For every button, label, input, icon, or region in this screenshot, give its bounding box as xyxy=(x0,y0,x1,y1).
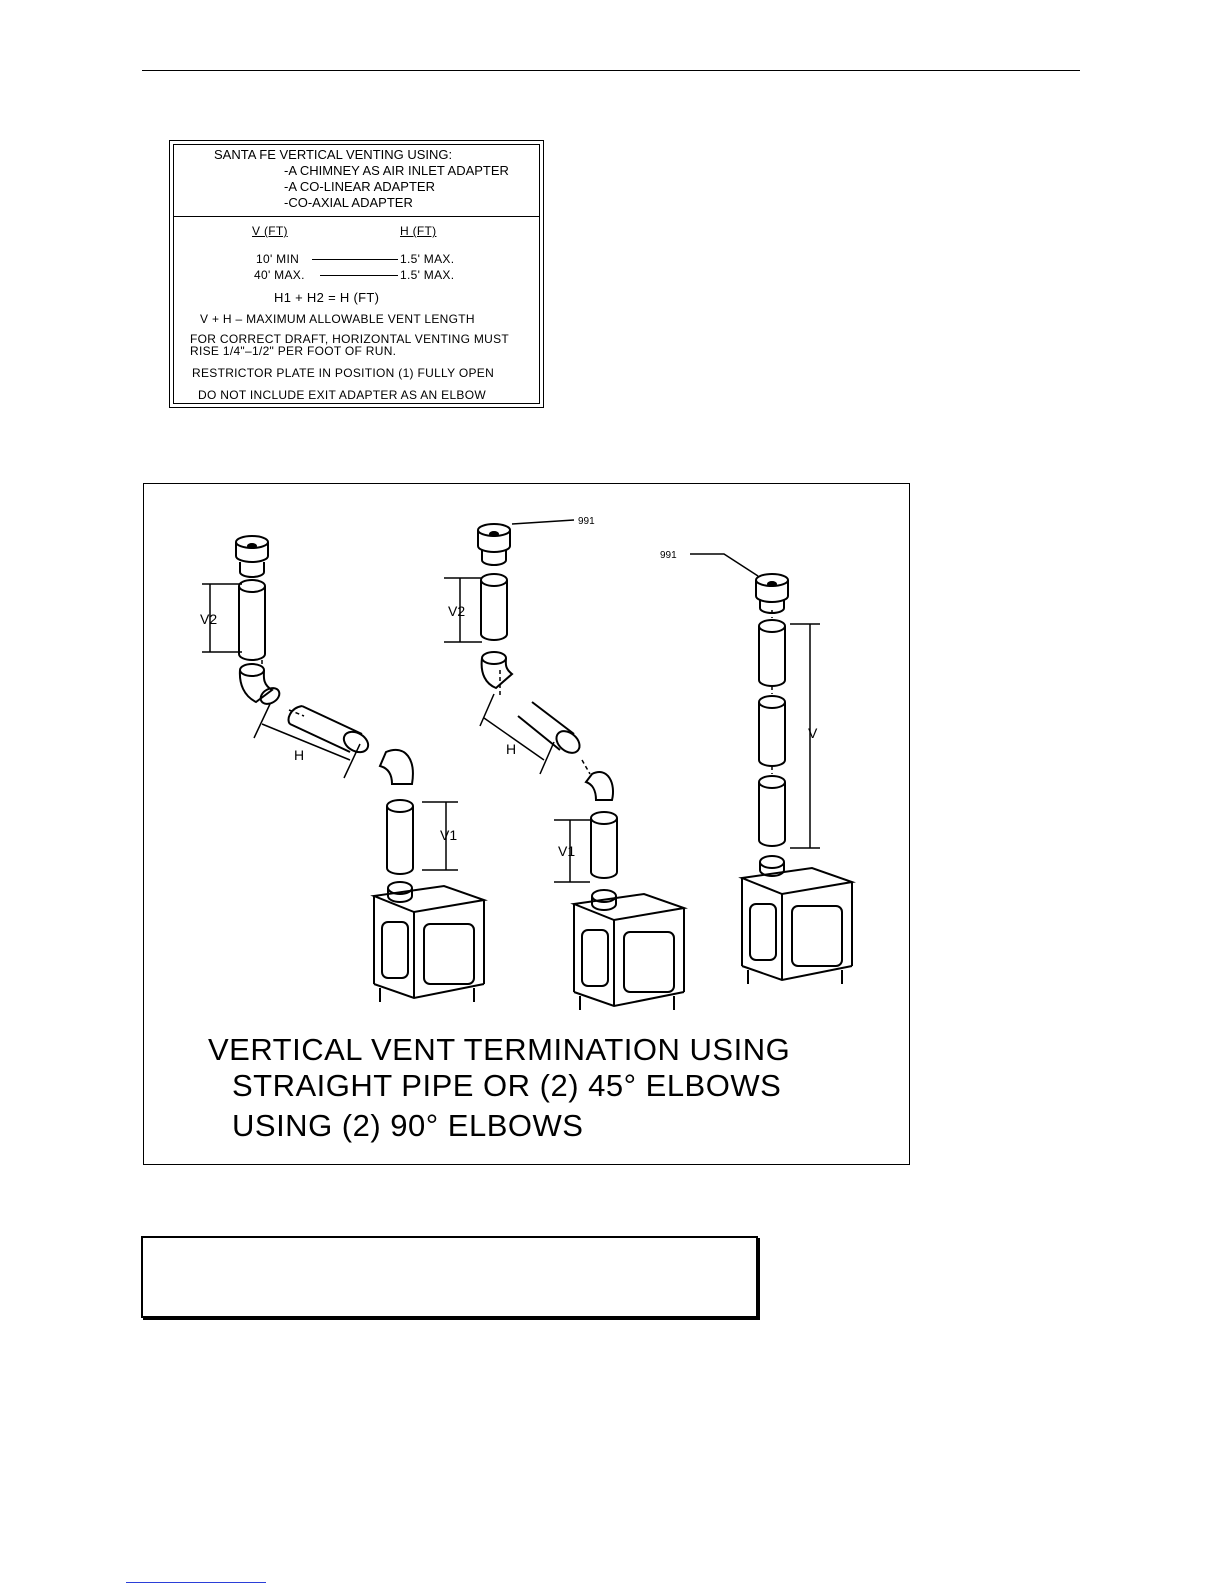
termination-cap xyxy=(477,523,511,566)
part-callout-right: 991 xyxy=(660,550,677,561)
footer-link-underline[interactable] xyxy=(126,1582,266,1583)
spec-option-chimney: -A CHIMNEY AS AIR INLET ADAPTER xyxy=(284,163,509,178)
stove xyxy=(370,884,488,1002)
column-v-header: V (FT) xyxy=(252,224,288,238)
draft-note-line1: FOR CORRECT DRAFT, HORIZONTAL VENTING MU… xyxy=(190,332,510,346)
spec-table-frame: SANTA FE VERTICAL VENTING USING: -A CHIM… xyxy=(173,144,540,404)
vent-config-90-elbows xyxy=(202,535,488,1002)
column-h-header: H (FT) xyxy=(400,224,437,238)
label-v1-left: V1 xyxy=(440,827,457,843)
venting-spec-table: SANTA FE VERTICAL VENTING USING: -A CHIM… xyxy=(169,140,544,408)
termination-cap xyxy=(235,535,269,578)
dimension-labels: V2 H V1 V2 H V1 V 991 991 xyxy=(200,516,818,859)
label-v1-middle: V1 xyxy=(558,843,575,859)
pipe-v2 xyxy=(480,573,508,641)
restrictor-note: RESTRICTOR PLATE IN POSITION (1) FULLY O… xyxy=(192,366,495,380)
header-rule xyxy=(142,70,1080,71)
row-min-v: 10' MIN xyxy=(256,252,300,266)
label-h-left: H xyxy=(294,747,304,763)
dimension-lines xyxy=(444,519,591,883)
part-callout-middle: 991 xyxy=(578,516,595,527)
spec-option-colinear: -A CO-LINEAR ADAPTER xyxy=(284,179,435,194)
exit-adapter-note: DO NOT INCLUDE EXIT ADAPTER AS AN ELBOW xyxy=(198,388,486,402)
pipe-segment-2 xyxy=(758,695,786,767)
pipe-segment-1 xyxy=(758,619,786,687)
spec-option-coaxial: -CO-AXIAL ADAPTER xyxy=(284,195,413,210)
vent-config-45-elbows xyxy=(444,519,688,1010)
pipe-v1 xyxy=(386,799,414,903)
spec-header: SANTA FE VERTICAL VENTING USING: -A CHIM… xyxy=(174,145,539,217)
elbow-lower xyxy=(378,749,414,785)
dimension-lines xyxy=(690,553,820,849)
spec-title: SANTA FE VERTICAL VENTING USING: xyxy=(214,147,453,162)
row-max-connector xyxy=(320,275,398,276)
row-max-h: 1.5' MAX. xyxy=(400,268,455,282)
elbow-upper xyxy=(480,651,514,690)
spec-body: V (FT) H (FT) 10' MIN 1.5' MAX. 40' MAX.… xyxy=(174,218,539,403)
termination-cap xyxy=(755,573,789,614)
label-v-right: V xyxy=(808,725,818,741)
elbow-upper xyxy=(238,663,281,705)
draft-note-line2: RISE 1/4"–1/2" PER FOOT OF RUN. xyxy=(190,344,397,358)
label-h-middle: H xyxy=(506,741,516,757)
pipe-h xyxy=(287,705,370,754)
caption-line3: USING (2) 90° ELBOWS xyxy=(232,1108,584,1143)
caption-line1: VERTICAL VENT TERMINATION USING xyxy=(208,1032,791,1067)
vent-diagram: V2 H V1 V2 H V1 V 991 991 VERTICAL VENT … xyxy=(143,483,910,1165)
max-length-note: V + H – MAXIMUM ALLOWABLE VENT LENGTH xyxy=(200,312,475,326)
elbow-lower xyxy=(584,771,614,801)
note-box xyxy=(141,1236,758,1318)
stove xyxy=(570,892,688,1010)
pipe-v1 xyxy=(590,811,618,911)
formula-h: H1 + H2 = H (FT) xyxy=(274,290,380,305)
label-v2-left: V2 xyxy=(200,611,217,627)
dimension-lines xyxy=(202,583,458,871)
row-min-h: 1.5' MAX. xyxy=(400,252,455,266)
pipe-segment-3 xyxy=(758,775,786,877)
row-min-connector xyxy=(312,259,398,260)
vent-diagram-drawing: V2 H V1 V2 H V1 V 991 991 xyxy=(200,516,856,1010)
stove xyxy=(738,866,856,984)
label-v2-middle: V2 xyxy=(448,603,465,619)
vent-config-straight xyxy=(690,553,856,984)
caption-line2: STRAIGHT PIPE OR (2) 45° ELBOWS xyxy=(232,1068,782,1103)
pipe-v2 xyxy=(238,579,266,661)
row-max-v: 40' MAX. xyxy=(254,268,305,282)
